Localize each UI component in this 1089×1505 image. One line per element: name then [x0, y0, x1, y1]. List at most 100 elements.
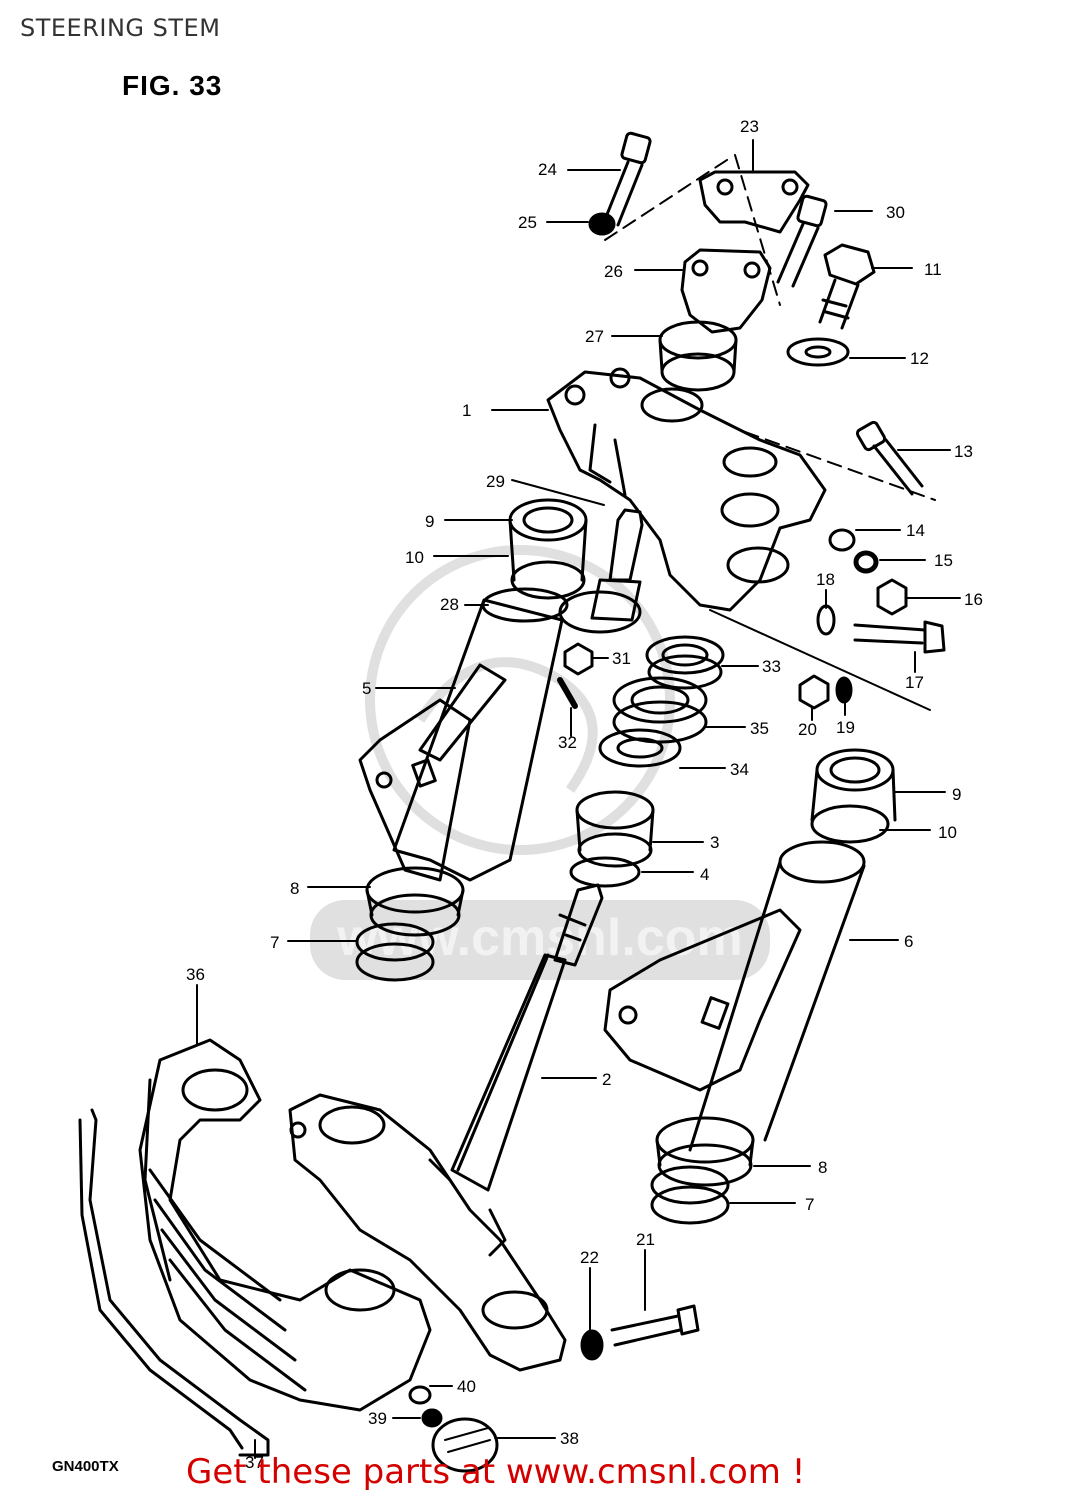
part-38-cap [431, 1417, 499, 1473]
part-19-washer [835, 676, 853, 704]
guide-line [709, 609, 931, 711]
part-2-steering-stem [450, 883, 604, 1192]
part-14-washer [828, 528, 856, 552]
callout-38: 38 [560, 1429, 579, 1448]
callout-20: 20 [798, 720, 817, 739]
callout-40: 40 [457, 1377, 476, 1396]
callout-35: 35 [750, 719, 769, 738]
model-code: GN400TX [52, 1458, 119, 1475]
part-39-washer [421, 1408, 443, 1428]
part-26-clamp-lower [680, 248, 772, 334]
callout-15: 15 [934, 551, 953, 570]
callout-13: 13 [954, 442, 973, 461]
part-34-race [598, 728, 682, 768]
callout-8-left: 8 [290, 879, 299, 898]
part-8-seal-right [655, 1116, 755, 1187]
callout-10-left: 10 [405, 548, 424, 567]
callout-6: 6 [904, 932, 913, 951]
part-13-bolt [855, 420, 924, 496]
callout-9-left: 9 [425, 512, 434, 531]
callout-22: 22 [580, 1248, 599, 1267]
callout-31: 31 [612, 649, 631, 668]
part-30-bolt [776, 194, 828, 288]
part-35-bearing [612, 676, 708, 744]
part-32-pin [557, 677, 578, 709]
part-7-race-left [355, 922, 435, 982]
watermark-logo [310, 545, 770, 980]
part-12-washer [786, 337, 850, 367]
callout-23: 23 [740, 117, 759, 136]
part-6-fork-cover-right [603, 840, 866, 1152]
callout-7-right: 7 [805, 1195, 814, 1214]
leader-lines [196, 139, 961, 1459]
callout-1: 1 [462, 401, 471, 420]
callout-12: 12 [910, 349, 929, 368]
callout-7-left: 7 [270, 933, 279, 952]
part-18-washer [816, 604, 836, 636]
callout-17: 17 [905, 673, 924, 692]
callout-8-right: 8 [818, 1158, 827, 1177]
part-36-37-cover-fins [78, 1038, 432, 1457]
callout-24: 24 [538, 160, 557, 179]
guide-line [744, 431, 936, 501]
part-27-cushion [658, 320, 738, 392]
guide-line [604, 157, 731, 241]
part-25-washer [588, 212, 616, 236]
page-title: STEERING STEM [20, 14, 221, 42]
callout-29: 29 [486, 472, 505, 491]
callout-16: 16 [964, 590, 983, 609]
part-9-10-fork-seal-right [810, 748, 897, 844]
callout-25: 25 [518, 213, 537, 232]
lower-bracket [288, 1093, 567, 1372]
callout-26: 26 [604, 262, 623, 281]
callout-36: 36 [186, 965, 205, 984]
callout-18: 18 [816, 570, 835, 589]
part-31-nut [563, 642, 594, 676]
callout-2: 2 [602, 1070, 611, 1089]
parts-drawing [78, 131, 961, 1473]
part-29-stem-nut [558, 508, 644, 634]
callout-3: 3 [710, 833, 719, 852]
part-22-washer [580, 1329, 604, 1361]
part-24-bolt [602, 131, 652, 227]
watermark-text: www.cmsnl.com [336, 909, 743, 967]
callout-5: 5 [362, 679, 371, 698]
callout-27: 27 [585, 327, 604, 346]
part-17-bolt [853, 620, 946, 654]
figure-number: FIG. 33 [122, 70, 223, 101]
callout-4: 4 [700, 865, 709, 884]
callout-33: 33 [762, 657, 781, 676]
callout-21: 21 [636, 1230, 655, 1249]
part-40-washer [408, 1385, 432, 1405]
promo-link[interactable]: Get these parts at www.cmsnl.com ! [186, 1452, 806, 1492]
callout-14: 14 [906, 521, 925, 540]
part-33-bearing-race [645, 635, 725, 690]
callout-9-right: 9 [952, 785, 961, 804]
callout-19: 19 [836, 718, 855, 737]
part-16-cap-nut [876, 578, 908, 616]
part-8-seal-left [365, 866, 465, 937]
part-11-bolt [818, 243, 876, 330]
part-1-upper-bracket [546, 367, 827, 612]
guide-line [734, 154, 781, 306]
callout-28: 28 [440, 595, 459, 614]
part-23-clamp-upper [698, 170, 810, 234]
part-4-race [569, 856, 641, 888]
part-3-stem-bearing [575, 790, 655, 868]
part-5-fork-cover-left [358, 598, 564, 882]
callout-32: 32 [558, 733, 577, 752]
callout-39: 39 [368, 1409, 387, 1428]
callout-11: 11 [924, 260, 942, 279]
callout-30: 30 [886, 203, 905, 222]
callout-labels: 24 23 25 30 26 11 27 12 1 13 29 9 14 10 … [186, 117, 983, 1472]
part-20-cap-nut [798, 674, 830, 710]
callout-34: 34 [730, 760, 749, 779]
part-21-bolt [610, 1304, 700, 1347]
part-12-hole [804, 345, 832, 359]
callout-10-right: 10 [938, 823, 957, 842]
part-15-nut [853, 550, 879, 574]
part-7-race-right [650, 1165, 730, 1225]
callout-37: 37 [245, 1453, 264, 1472]
